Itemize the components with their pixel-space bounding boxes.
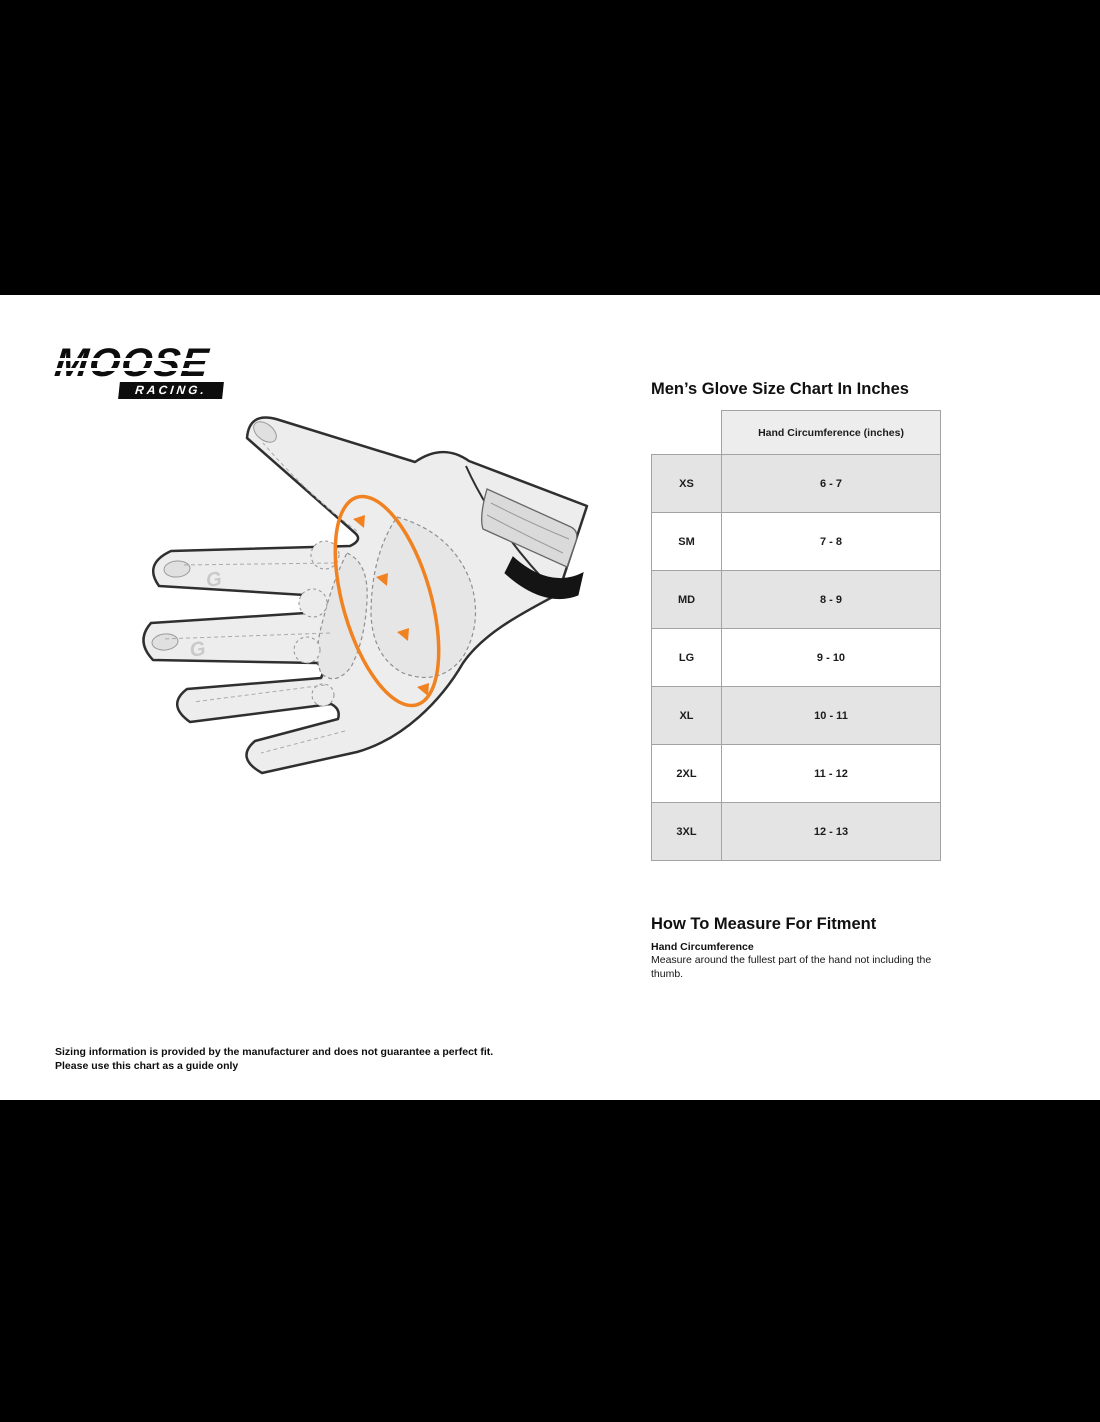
table-header-row: Hand Circumference (inches) — [652, 410, 941, 455]
size-label-cell: SM — [651, 512, 722, 571]
size-range-cell: 11 - 12 — [721, 744, 941, 803]
knuckle-pad — [298, 588, 328, 618]
disclaimer-line-1: Sizing information is provided by the ma… — [55, 1046, 494, 1058]
knuckle-pad — [311, 683, 335, 707]
bottom-black-bar — [0, 1100, 1100, 1422]
logo-brand-text: MOOSE — [52, 341, 212, 385]
palm-padding-side — [316, 552, 368, 680]
glove-illustration: G G — [142, 416, 589, 775]
logo-slit-line — [51, 358, 214, 361]
table-corner-cell — [652, 411, 722, 455]
hand-circumference-header-cell: Hand Circumference (inches) — [721, 410, 941, 455]
table-row-xs: XS 6 - 7 — [651, 454, 941, 513]
glove-size-table: Hand Circumference (inches) XS 6 - 7 SM … — [651, 410, 941, 861]
size-range-cell: 12 - 13 — [721, 802, 941, 861]
moose-racing-logo: MOOSE RACING. — [50, 341, 225, 399]
knuckle-pad — [293, 636, 321, 664]
how-to-measure-title: How To Measure For Fitment — [651, 915, 877, 933]
size-label-cell: XL — [651, 686, 722, 745]
cuff-strap — [481, 488, 578, 568]
disclaimer-line-2: Please use this chart as a guide only — [55, 1059, 239, 1072]
size-label-cell: 3XL — [651, 802, 722, 861]
measurement-arrow — [397, 628, 409, 641]
logo-wordmark: MOOSE — [50, 341, 214, 385]
logo-slit-line — [50, 368, 213, 371]
table-row-lg: LG 9 - 10 — [651, 628, 941, 687]
thumb-seam-line — [262, 442, 358, 532]
size-range-cell: 8 - 9 — [721, 570, 941, 629]
fingertip-cap — [163, 560, 191, 578]
size-chart-title: Men’s Glove Size Chart In Inches — [651, 380, 909, 398]
glove-measurement-diagram: G G — [135, 405, 605, 790]
finger-logo-mark: G — [188, 638, 207, 662]
size-range-cell: 9 - 10 — [721, 628, 941, 687]
fingertip-cap — [151, 633, 179, 651]
table-row-xl: XL 10 - 11 — [651, 686, 941, 745]
table-row-sm: SM 7 - 8 — [651, 512, 941, 571]
finger-stitch-line — [192, 684, 326, 703]
knuckle-pad — [310, 540, 340, 570]
hand-circumference-description: Measure around the fullest part of the h… — [651, 954, 932, 980]
table-row-3xl: 3XL 12 - 13 — [651, 802, 941, 861]
measurement-arrow — [353, 515, 365, 528]
cuff-strap-texture-line — [486, 502, 570, 554]
measurement-tape-ellipse — [333, 494, 441, 708]
cuff-black-trim — [504, 556, 584, 599]
size-range-cell: 10 - 11 — [721, 686, 941, 745]
size-label-cell: LG — [651, 628, 722, 687]
hand-circumference-label: Hand Circumference — [651, 941, 754, 953]
finger-stitch-line — [260, 730, 346, 754]
size-label-cell: 2XL — [651, 744, 722, 803]
fingertip-cap — [253, 421, 277, 443]
sizing-disclaimer: Sizing information is provided by the ma… — [55, 1046, 493, 1073]
measurement-arrow — [376, 573, 388, 586]
table-row-2xl: 2XL 11 - 12 — [651, 744, 941, 803]
finger-logo-mark: G — [205, 568, 223, 592]
finger-stitch-line — [180, 562, 336, 566]
size-range-cell: 6 - 7 — [721, 454, 941, 513]
size-range-cell: 7 - 8 — [721, 512, 941, 571]
size-label-cell: MD — [651, 570, 722, 629]
top-black-bar — [0, 0, 1100, 295]
size-label-cell: XS — [651, 454, 722, 513]
table-row-md: MD 8 - 9 — [651, 570, 941, 629]
measurement-arrow — [417, 683, 429, 696]
logo-racing-text: RACING. — [118, 382, 224, 399]
